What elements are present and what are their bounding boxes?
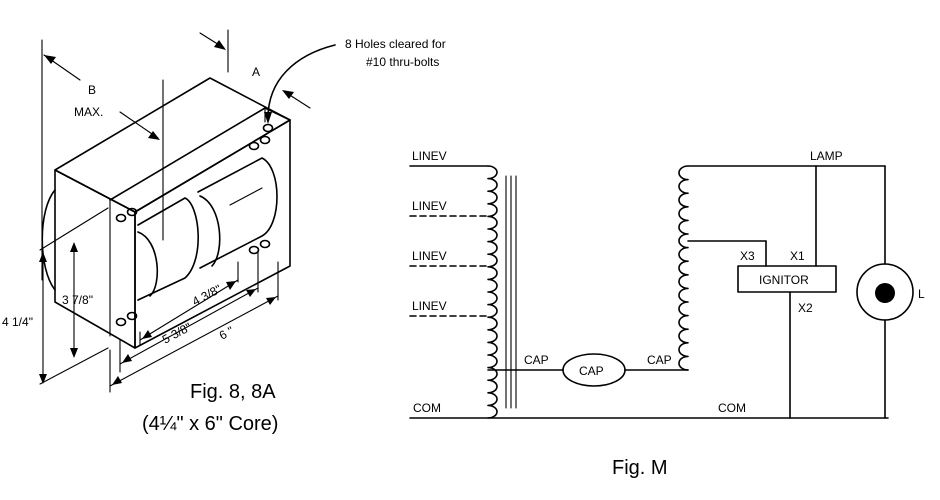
dim-len-outer-line (109, 295, 279, 387)
com-label-left: COM (413, 401, 441, 415)
dim-height-core-label: 3 7/8" (62, 293, 93, 307)
dim-len-inner-line (139, 279, 239, 341)
x2-label: X2 (798, 301, 813, 315)
primary-coil (487, 165, 498, 419)
ignitor-label: IGNITOR (759, 273, 809, 287)
lamp-symbol-label: L (918, 287, 925, 301)
coil-front-1 (137, 197, 199, 301)
coil-bulge-left (41, 189, 56, 291)
coil-front-2-curve (199, 195, 221, 267)
ballast-drawing: 8 Holes cleared for #10 thru-bolts A B M… (2, 29, 446, 435)
x1-label: X1 (790, 249, 805, 263)
lamp-label: LAMP (810, 149, 843, 163)
dim-height-ext-bottom (39, 347, 109, 385)
fig-m-caption: Fig. M (612, 457, 668, 479)
linev-label-1: LINEV (412, 149, 447, 163)
holes-callout-line2: #10 thru-bolts (366, 55, 439, 69)
coil-front-1-curve (137, 231, 159, 297)
holes-callout-line1: 8 Holes cleared for (345, 37, 446, 51)
dim-a-label: A (252, 65, 260, 79)
dim-b-note: MAX. (74, 105, 103, 119)
cap-label-left: CAP (524, 353, 549, 367)
holes-callout-arrowhead (264, 112, 272, 124)
dim-b-label: B (88, 83, 96, 97)
fig8-core-caption: (4¼" x 6" Core) (142, 413, 278, 435)
com-label-right: COM (718, 401, 746, 415)
holes-callout-arrow (267, 44, 336, 119)
lamp-filament (875, 283, 895, 303)
secondary-coil (678, 165, 689, 371)
linev-label-3: LINEV (412, 249, 447, 263)
dim-height-ext-top (39, 207, 109, 251)
dim-height-total-label: 4 1/4" (2, 315, 33, 329)
cap-label-center: CAP (579, 364, 604, 378)
cap-label-right: CAP (647, 353, 672, 367)
dim-len-mid-line (119, 287, 259, 365)
linev-label-4: LINEV (412, 299, 447, 313)
dim-len-outer-label: 6 " (217, 324, 236, 343)
linev-label-2: LINEV (412, 199, 447, 213)
coil-front-2-line (229, 187, 263, 206)
x3-label: X3 (740, 249, 755, 263)
wiring-schematic: LINEV LINEV LINEV LINEV COM CAP CAP CAP … (409, 149, 925, 479)
dim-len-mid-label: 5 3/8" (160, 320, 194, 347)
core-front-face (134, 119, 291, 349)
ignitor-box (737, 265, 837, 293)
coil-front-2 (197, 157, 278, 269)
core-end-face (54, 169, 136, 349)
fig8-caption: Fig. 8, 8A (190, 381, 276, 403)
mounting-holes (115, 123, 274, 327)
transformer-core (505, 175, 517, 409)
